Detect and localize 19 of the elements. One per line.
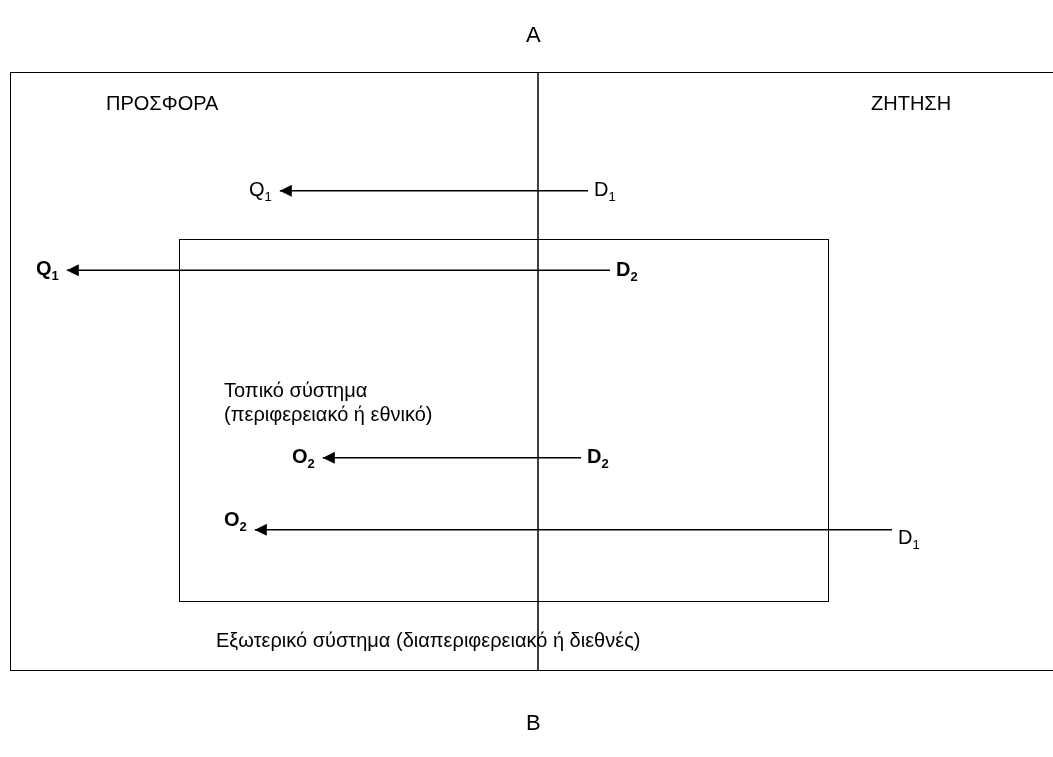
variable-label: O$_{2}$ [224,507,247,535]
variable-label: D$_{1}$ [898,525,920,553]
arrow [322,451,582,464]
box-text: Τοπικό σύστημα (περιφερειακό ή εθνικό) [224,378,434,426]
variable-label: D$_{2}$ [616,257,638,285]
variable-label: D$_{1}$ [594,177,616,205]
section-letter: B [526,710,541,736]
arrow [66,264,611,277]
system-box [179,239,829,602]
arrow [254,523,893,536]
arrow [279,184,589,197]
section-letter: A [526,22,541,48]
variable-label: Q$_{1}$ [249,177,272,205]
box-text: ΠΡΟΣΦΟΡΑ [106,91,219,115]
variable-label: O$_{2}$ [292,444,315,472]
variable-label: Q$_{1}$ [36,256,59,284]
box-text: ΖΗΤΗΣΗ [871,91,952,115]
system-box [10,72,1053,671]
variable-label: D$_{2}$ [587,444,609,472]
